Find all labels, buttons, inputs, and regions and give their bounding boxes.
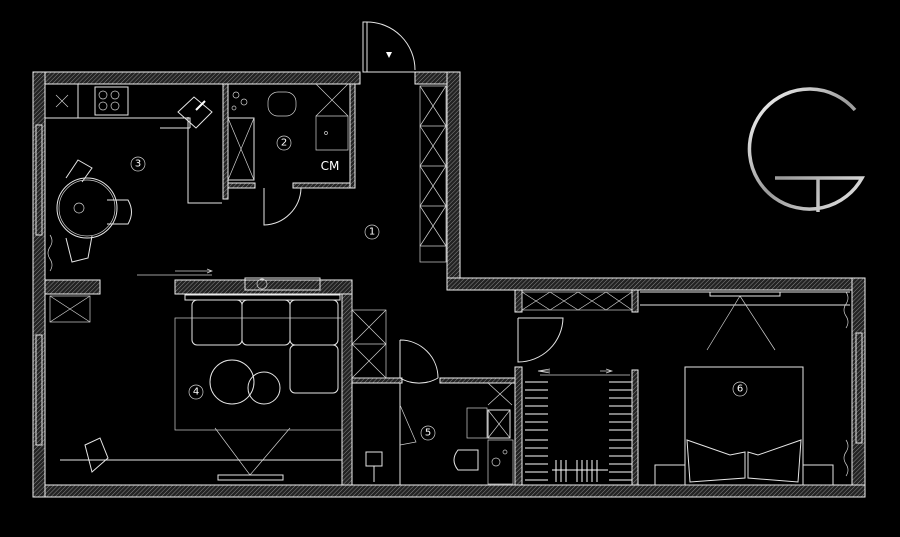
- room-label-5: 5: [420, 425, 436, 441]
- exterior-walls: [32, 71, 866, 498]
- living-room: [49, 277, 343, 481]
- bedroom: [640, 291, 850, 486]
- logo: [747, 87, 865, 212]
- walk-in-closet: [517, 291, 633, 482]
- interior-walls: [44, 83, 639, 486]
- windows: [35, 124, 863, 446]
- entrance-door[interactable]: [362, 21, 416, 73]
- living-wardrobe: [351, 300, 387, 379]
- hallway-wardrobe: [419, 85, 447, 263]
- room-number: 4: [193, 387, 199, 398]
- kitchen: [45, 84, 222, 276]
- room-number: 6: [737, 384, 743, 395]
- room-label-6: 6: [732, 381, 748, 397]
- entry-arrow-icon: [386, 52, 392, 58]
- bathroom-5: [365, 339, 514, 485]
- sink-x-icon: [55, 94, 69, 108]
- room-number: 2: [281, 138, 287, 149]
- room-label-2: 2: [276, 135, 292, 151]
- room-label-4: 4: [188, 384, 204, 400]
- room-label-3: 3: [130, 156, 146, 172]
- room-label-1: 1: [364, 224, 380, 240]
- room-number: 5: [425, 428, 431, 439]
- room-number: 3: [135, 159, 141, 170]
- bathroom-2: [227, 83, 349, 226]
- room-number: 1: [369, 227, 375, 238]
- washing-machine-label: CM: [321, 159, 340, 173]
